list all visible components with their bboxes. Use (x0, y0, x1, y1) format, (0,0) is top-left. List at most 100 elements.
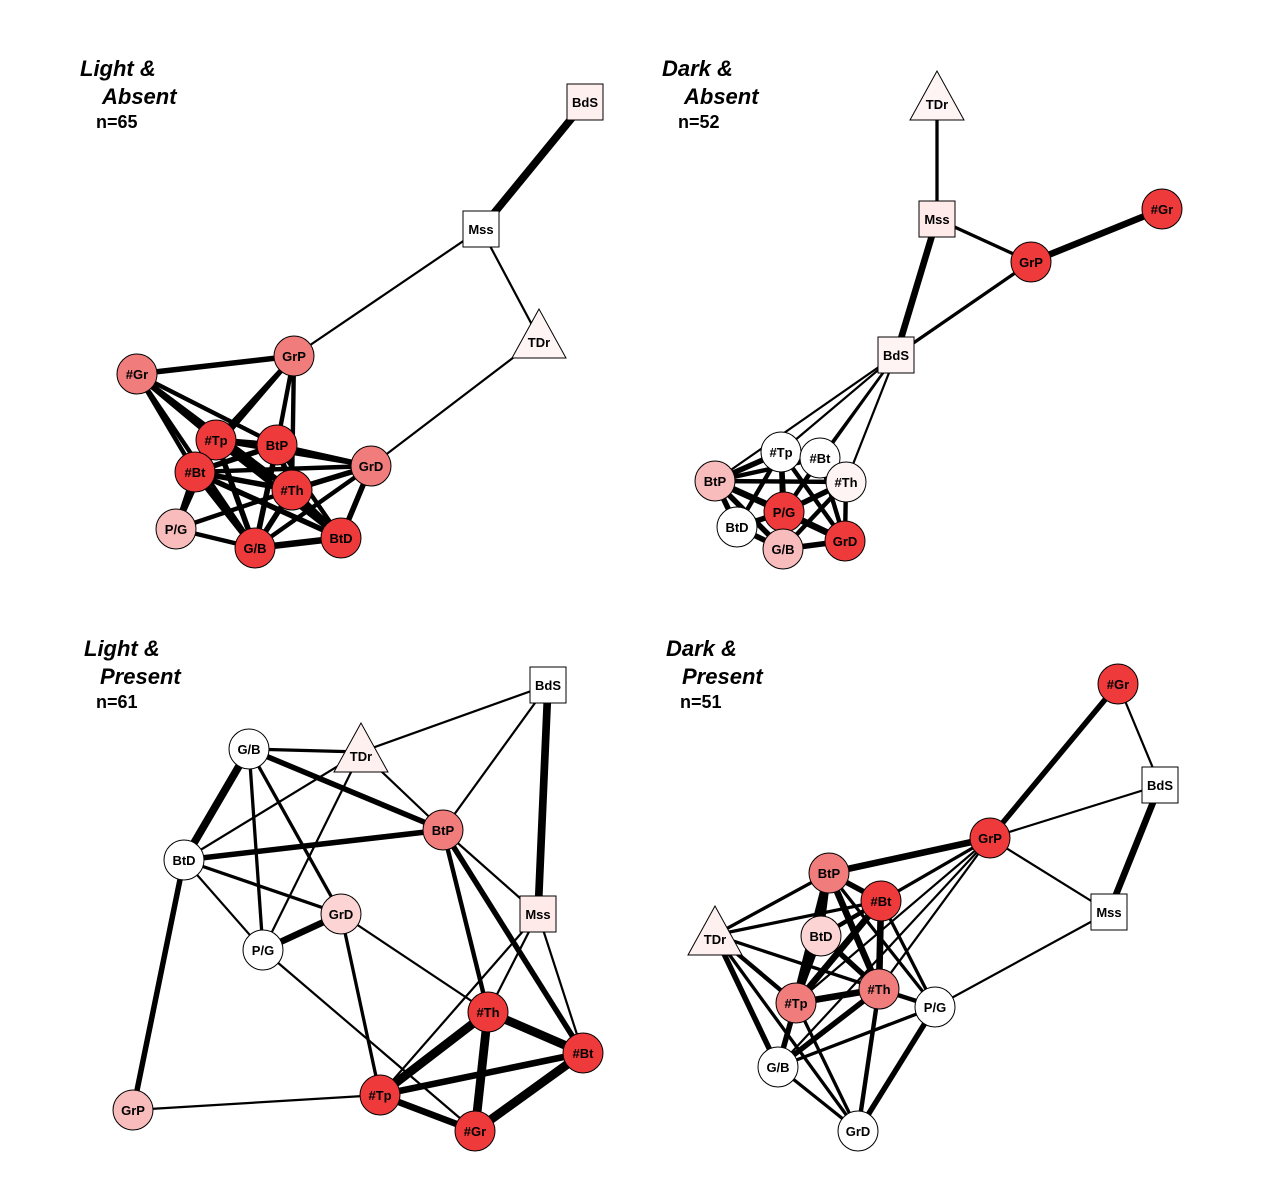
panel-3-title-line1: Light & (84, 636, 160, 661)
node-mss: Mss (918, 200, 956, 238)
node-circle-shape (422, 809, 464, 851)
node-btp: BtP (422, 809, 464, 851)
node-circle-shape (320, 517, 362, 559)
node-p-g: P/G (155, 508, 197, 550)
edge-bds-tdr (360, 683, 549, 754)
node-label: #Th (867, 982, 890, 997)
node-circle-shape (775, 982, 817, 1024)
node-label: BdS (1147, 778, 1173, 793)
edge-bds-num-th (844, 354, 898, 483)
node-tdr: TDr (687, 904, 743, 956)
node-g-b: G/B (234, 527, 276, 569)
node-circle-shape (562, 1032, 604, 1074)
node-label: TDr (926, 97, 948, 112)
node-circle-shape (860, 880, 902, 922)
node-label: #Tp (769, 445, 792, 460)
node-label: #Gr (464, 1124, 486, 1139)
node-square-shape (519, 895, 557, 933)
node-bds: BdS (566, 83, 604, 121)
node-circle-shape (716, 506, 758, 548)
edge-tdr-g-b (712, 933, 781, 1069)
node-circle-shape (825, 461, 867, 503)
node-num-bt: #Bt (799, 437, 841, 479)
edge-bds-grp (989, 783, 1161, 840)
node-label: GrD (329, 907, 354, 922)
node-grd: GrD (837, 1110, 879, 1152)
node-circle-shape (837, 1110, 879, 1152)
panel-1-title-line1: Light & (80, 56, 156, 81)
node-circle-shape (112, 1089, 154, 1131)
node-label: #Bt (185, 465, 207, 480)
node-circle-shape (195, 419, 237, 461)
node-label: G/B (243, 541, 266, 556)
node-label: #Th (834, 475, 857, 490)
node-label: #Gr (1151, 202, 1173, 217)
node-num-gr: #Gr (1141, 188, 1183, 230)
panel-4-title-line1: Dark & (666, 636, 737, 661)
edge-p-g-num-gr (262, 949, 476, 1132)
node-circle-shape (234, 527, 276, 569)
panel-2-edges (712, 100, 1164, 552)
node-label: BtD (172, 853, 195, 868)
node-p-g: P/G (763, 491, 805, 533)
node-num-bt: #Bt (860, 880, 902, 922)
node-label: BtP (266, 438, 289, 453)
panel-4-title-line2: Present (682, 664, 763, 689)
node-num-th: #Th (825, 461, 867, 503)
node-circle-shape (174, 451, 216, 493)
node-circle-shape (359, 1074, 401, 1116)
node-label: G/B (766, 1060, 789, 1075)
edge-grd-num-tp (339, 913, 382, 1096)
edge-num-gr-grp (987, 682, 1121, 840)
node-label: P/G (252, 943, 274, 958)
edge-num-gr-grp (136, 353, 295, 377)
edge-btp-tdr (714, 871, 830, 937)
node-label: GrD (833, 534, 858, 549)
edge-grp-bds (895, 260, 1032, 357)
node-num-gr: #Gr (116, 353, 158, 395)
node-btd: BtD (163, 839, 205, 881)
node-bds: BdS (877, 336, 915, 374)
node-num-bt: #Bt (174, 451, 216, 493)
node-label: Mss (525, 907, 550, 922)
node-circle-shape (242, 929, 284, 971)
edge-num-bt-grd (194, 463, 372, 475)
node-label: BtP (818, 866, 841, 881)
node-grp: GrP (112, 1089, 154, 1131)
edge-num-bt-num-gr (472, 1049, 586, 1135)
node-btp: BtP (808, 852, 850, 894)
edge-bds-num-tp (780, 354, 897, 453)
node-grp: GrP (273, 335, 315, 377)
edge-grp-btp (828, 834, 991, 877)
node-triangle-shape (687, 904, 743, 956)
node-triangle-shape (909, 69, 965, 121)
node-circle-shape (350, 445, 392, 487)
node-label: #Tp (204, 433, 227, 448)
node-circle-shape (155, 508, 197, 550)
node-mss: Mss (1090, 893, 1128, 931)
node-label: TDr (528, 335, 550, 350)
node-btp: BtP (256, 424, 298, 466)
node-circle-shape (271, 469, 313, 511)
node-num-bt: #Bt (562, 1032, 604, 1074)
node-num-tp: #Tp (359, 1074, 401, 1116)
node-square-shape (566, 83, 604, 121)
node-g-b: G/B (228, 728, 270, 770)
edge-btd-grd (183, 858, 342, 916)
node-num-th: #Th (271, 469, 313, 511)
node-g-b: G/B (757, 1046, 799, 1088)
node-circle-shape (800, 915, 842, 957)
edge-mss-p-g (934, 911, 1110, 1008)
edge-g-b-grd (247, 748, 343, 915)
edge-grp-num-bt (880, 836, 991, 903)
node-square-shape (918, 200, 956, 238)
edge-bds-btp (442, 684, 549, 831)
node-circle-shape (914, 986, 956, 1028)
node-grd: GrD (824, 520, 866, 562)
node-label: BdS (535, 678, 561, 693)
